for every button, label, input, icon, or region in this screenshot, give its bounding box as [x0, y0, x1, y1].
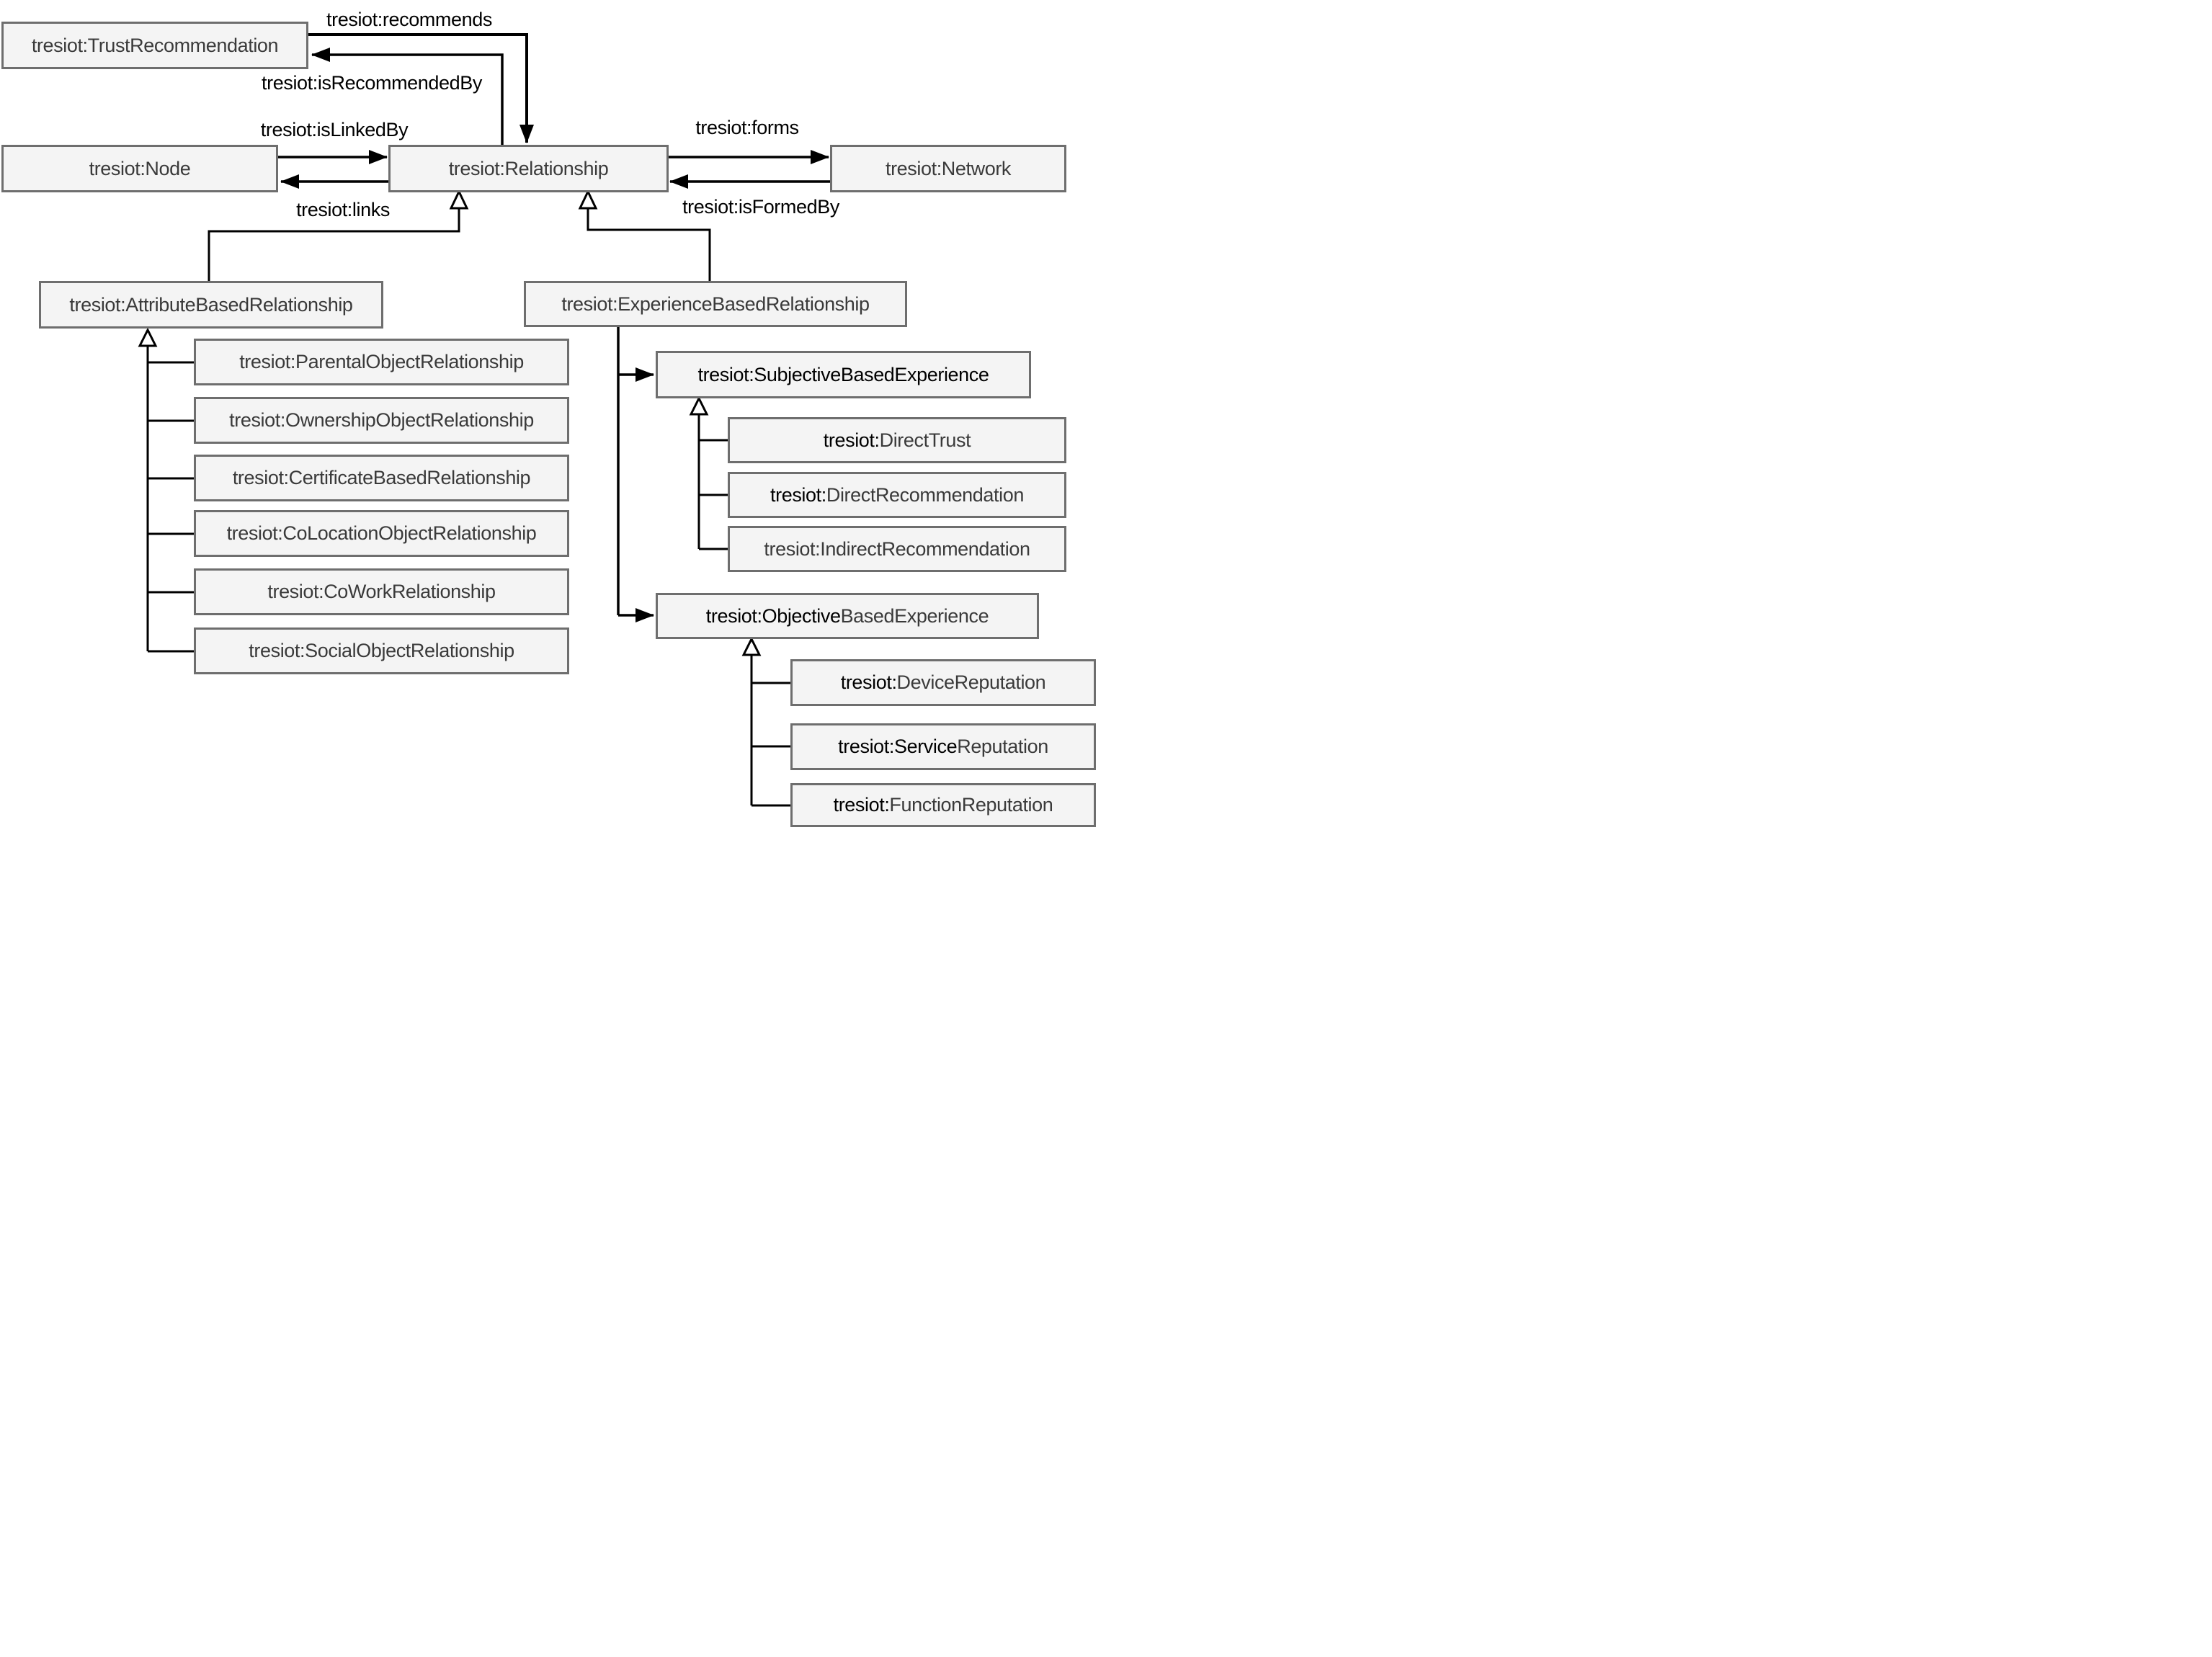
class-label: tresiot:IndirectRecommendation [764, 537, 1030, 560]
edge-is-recommended-by-line [311, 48, 504, 145]
edge-label-is-linked-by: tresiot:isLinkedBy [260, 119, 409, 140]
class-label: tresiot:Node [89, 157, 191, 179]
class-box-subjective-based-experience: tresiot:SubjectiveBasedExperience [656, 351, 1031, 398]
class-box-indirect-recommendation: tresiot:IndirectRecommendation [728, 526, 1066, 572]
edge-label-forms: tresiot:forms [695, 117, 799, 138]
class-box-network: tresiot:Network [830, 145, 1066, 192]
generalization-objective-children-triangle-icon [741, 636, 762, 656]
class-box-parental-object-relationship: tresiot:ParentalObjectRelationship [194, 339, 569, 385]
generalization-ebr-line [587, 208, 711, 281]
class-label: tresiot:TrustRecommendation [31, 34, 279, 56]
class-label: tresiot:ParentalObjectRelationship [239, 351, 524, 372]
class-label: tresiot:SubjectiveBasedExperience [697, 363, 989, 385]
class-label: tresiot:AttributeBasedRelationship [69, 293, 353, 316]
class-label: tresiot:SocialObjectRelationship [249, 640, 514, 661]
class-box-certificate-based-relationship: tresiot:CertificateBasedRelationship [194, 455, 569, 501]
generalization-abr-line [208, 208, 460, 281]
ontology-diagram: tresiot:TrustRecommendation tresiot:Node… [0, 0, 1106, 828]
class-box-node: tresiot:Node [1, 145, 278, 192]
class-label: tresiot: [833, 794, 890, 816]
class-label: tresiot:Network [885, 157, 1012, 179]
class-label-suffix: FunctionReputation [889, 794, 1053, 816]
class-label: tresiot: [770, 483, 826, 506]
class-label-suffix: Reputation [957, 736, 1048, 757]
class-label: tresiot:Relationship [448, 157, 609, 179]
generalization-abr-triangle-icon [449, 189, 469, 210]
class-box-attribute-based-relationship: tresiot:AttributeBasedRelationship [39, 281, 383, 329]
class-label: tresiot:CoLocationObjectRelationship [226, 522, 537, 544]
class-box-function-reputation: tresiot:FunctionReputation [790, 783, 1096, 827]
class-box-cowork-relationship: tresiot:CoWorkRelationship [194, 568, 569, 615]
class-label: tresiot:CoWorkRelationship [267, 581, 496, 602]
class-label-suffix: DeviceReputation [896, 671, 1046, 693]
class-label: tresiot:Objective [705, 604, 841, 627]
class-box-device-reputation: tresiot:DeviceReputation [790, 659, 1096, 706]
class-label: tresiot:OwnershipObjectRelationship [229, 409, 534, 431]
class-box-trust-recommendation: tresiot:TrustRecommendation [1, 22, 308, 69]
class-label-suffix: BasedExperience [840, 604, 989, 627]
class-label-suffix: DirectTrust [879, 429, 971, 451]
class-box-social-object-relationship: tresiot:SocialObjectRelationship [194, 627, 569, 674]
edge-label-is-recommended-by: tresiot:isRecommendedBy [262, 72, 482, 94]
class-box-experience-based-relationship: tresiot:ExperienceBasedRelationship [524, 281, 907, 327]
edge-recommends-line [308, 33, 534, 143]
class-label: tresiot:ExperienceBasedRelationship [561, 292, 870, 315]
generalization-attribute-children-triangle-icon [138, 327, 158, 347]
class-label-suffix: DirectRecommendation [826, 483, 1025, 506]
edge-label-recommends: tresiot:recommends [326, 9, 492, 30]
connector-layer [138, 33, 830, 807]
class-box-direct-trust: tresiot:DirectTrust [728, 417, 1066, 463]
class-box-colocation-object-relationship: tresiot:CoLocationObjectRelationship [194, 510, 569, 557]
class-box-relationship: tresiot:Relationship [388, 145, 669, 192]
class-box-ownership-object-relationship: tresiot:OwnershipObjectRelationship [194, 397, 569, 444]
class-label: tresiot: [840, 671, 897, 693]
generalization-subjective-children-triangle-icon [689, 396, 709, 416]
edge-label-is-formed-by: tresiot:isFormedBy [682, 196, 839, 218]
generalization-ebr-triangle-icon [578, 189, 598, 210]
class-label: tresiot:CertificateBasedRelationship [232, 467, 531, 488]
class-label: tresiot: [823, 429, 880, 451]
class-box-direct-recommendation: tresiot:DirectRecommendation [728, 472, 1066, 518]
class-label: tresiot:Service [838, 736, 958, 757]
edge-label-links: tresiot:links [296, 199, 390, 220]
